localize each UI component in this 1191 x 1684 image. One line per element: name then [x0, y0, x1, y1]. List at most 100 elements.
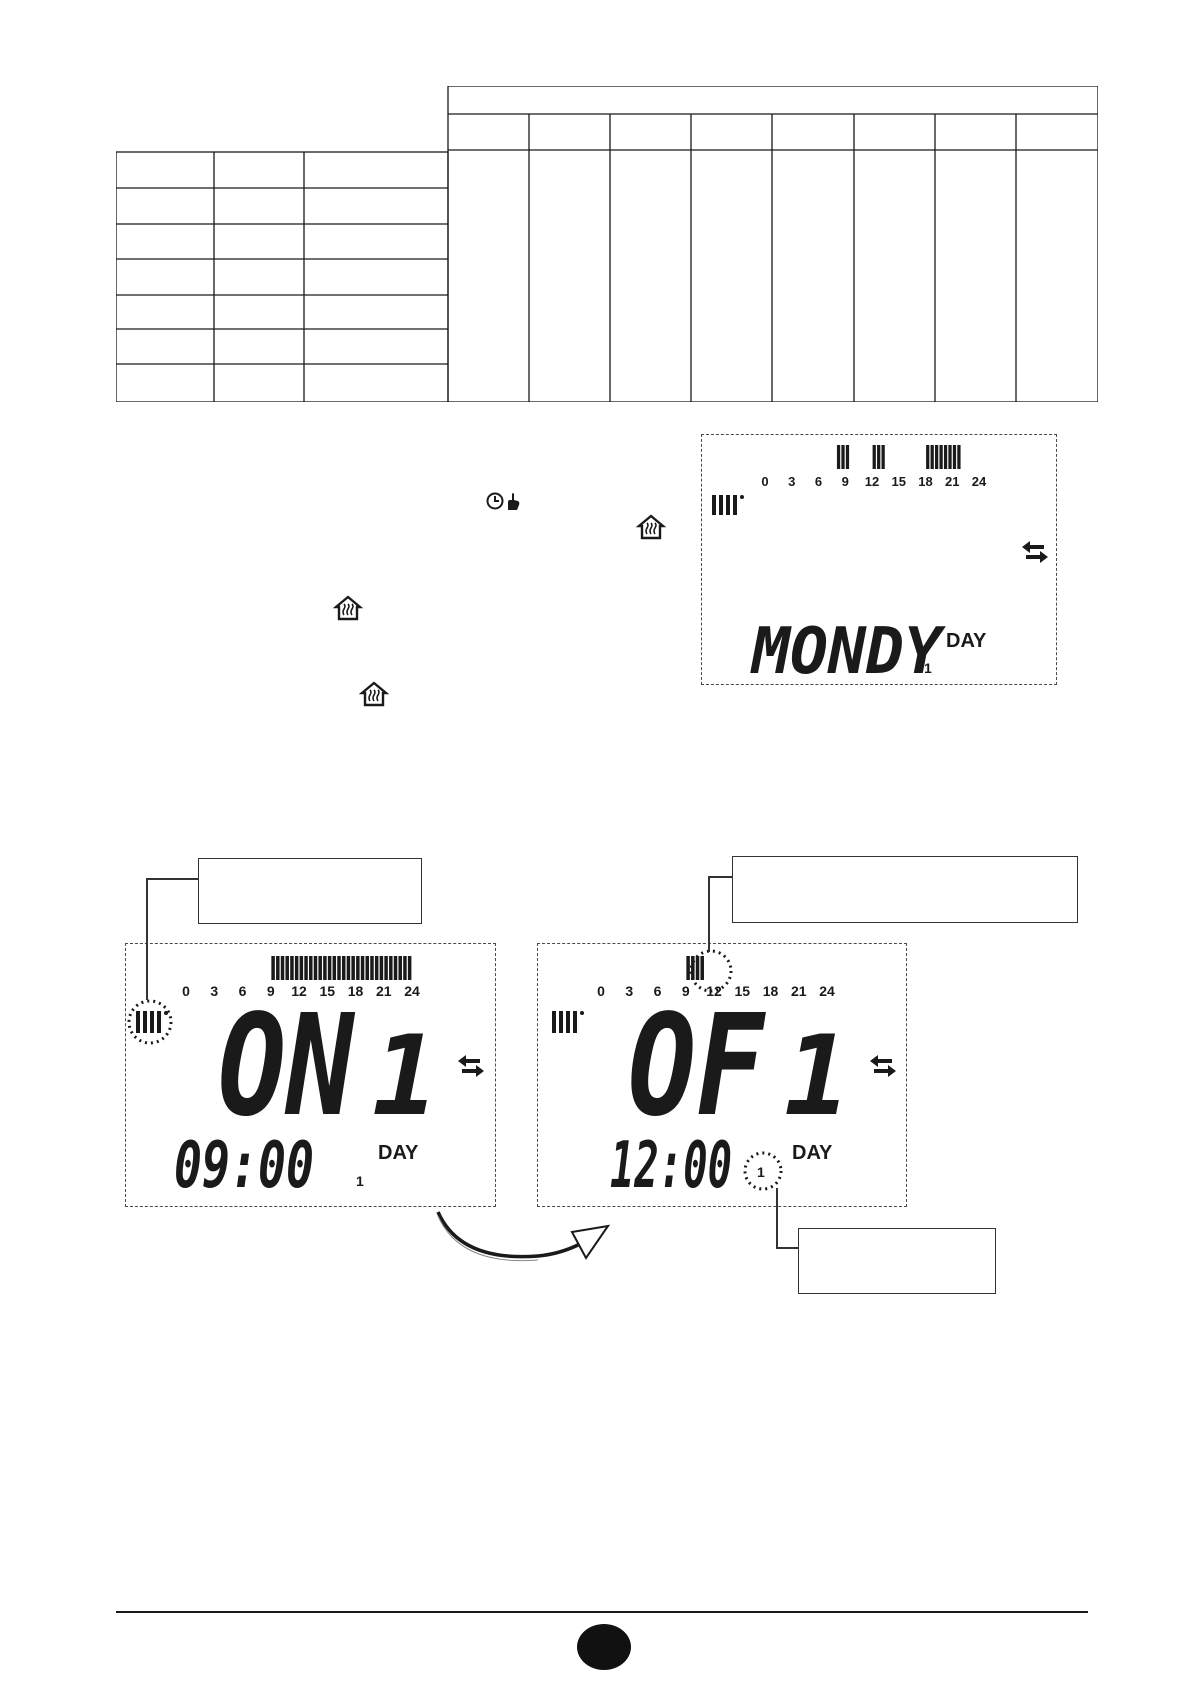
callout-box-time-bar — [732, 856, 1078, 923]
hour-tick-label: 12 — [865, 474, 879, 489]
hour-bar-segment — [943, 445, 948, 469]
hour-tick-label: 3 — [210, 983, 218, 999]
hour-tick-label: 21 — [791, 983, 807, 999]
hour-bar-segment — [389, 956, 393, 980]
lcd-day-name: MONDY — [750, 615, 946, 684]
hour-tick-label: 9 — [682, 983, 690, 999]
hour-bar-segment — [379, 956, 384, 980]
lcd-program-number: 1 — [372, 1012, 438, 1140]
callout-leader — [146, 878, 148, 1000]
hour-bar-segment — [686, 956, 690, 980]
page-number-badge — [577, 1624, 631, 1670]
hour-tick-label: 24 — [819, 983, 835, 999]
hour-tick-label: 0 — [761, 474, 768, 489]
callout-box-day — [798, 1228, 996, 1294]
hour-tick-label: 18 — [763, 983, 779, 999]
hour-tick-label: 0 — [597, 983, 605, 999]
hour-bar-segment — [346, 956, 351, 980]
hour-bar-segment — [384, 956, 388, 980]
hour-scale: 0 3 6 9 12 15 18 21 24 — [597, 983, 835, 999]
home-heating-icon — [636, 514, 666, 540]
hour-bar-segment — [309, 956, 313, 980]
lcd-day-number: 1 — [356, 1173, 364, 1189]
hour-bar-segment — [935, 445, 939, 469]
hour-bar-segment — [351, 956, 355, 980]
clock-hand-icon — [486, 492, 520, 510]
hour-tick-label: 21 — [945, 474, 959, 489]
hour-tick-label: 9 — [267, 983, 275, 999]
hour-bar-segment — [393, 956, 398, 980]
lcd-day-word: DAY — [946, 630, 987, 652]
hour-tick-label: 24 — [404, 983, 420, 999]
hour-bar-segment — [332, 956, 337, 980]
callout-box-heating — [198, 858, 422, 924]
exchange-arrows-icon — [1022, 541, 1048, 563]
hour-tick-label: 21 — [376, 983, 392, 999]
hour-bar-segment — [374, 956, 379, 980]
callout-leader — [776, 1247, 798, 1249]
hour-bar-segment — [337, 956, 341, 980]
hour-tick-label: 6 — [654, 983, 662, 999]
hour-bar-segment — [881, 445, 885, 469]
hour-tick-label: 15 — [319, 983, 335, 999]
lcd-day-number: 1 — [757, 1164, 765, 1180]
hour-bar-group — [836, 445, 961, 469]
hour-bar-segment — [327, 956, 332, 980]
hour-tick-label: 12 — [706, 983, 722, 999]
hour-bar-segment — [930, 445, 934, 469]
hour-tick-label: 24 — [972, 474, 987, 489]
hour-bar-segment — [360, 956, 365, 980]
hour-bar-segment — [957, 445, 961, 469]
hour-bar-segment — [370, 956, 374, 980]
hour-tick-label: 6 — [239, 983, 247, 999]
hour-bar-segment — [948, 445, 952, 469]
home-heating-icon — [333, 595, 363, 621]
hour-bar-group — [271, 956, 412, 980]
hour-bar-segment — [952, 445, 957, 469]
hour-bar-segment — [836, 445, 841, 469]
hour-bar-segment — [872, 445, 876, 469]
hour-bar-segment — [299, 956, 304, 980]
hour-bar-segment — [365, 956, 370, 980]
radiator-icon — [712, 495, 744, 515]
hour-bar-segment — [407, 956, 412, 980]
hour-bar-segment — [290, 956, 294, 980]
schedule-table — [116, 86, 1098, 402]
hour-bar-segment — [926, 445, 930, 469]
schedule-days-block — [447, 86, 1098, 402]
hour-bar-segment — [841, 445, 845, 469]
hour-bar-segment — [356, 956, 360, 980]
hour-bar-segment — [285, 956, 289, 980]
hour-tick-label: 3 — [788, 474, 795, 489]
highlight-circle — [127, 999, 173, 1045]
hour-bar-segment — [700, 956, 704, 980]
hour-tick-label: 6 — [815, 474, 822, 489]
callout-leader — [708, 876, 732, 878]
callout-leader — [708, 876, 710, 952]
hour-bar-segment — [323, 956, 327, 980]
exchange-arrows-icon — [870, 1055, 896, 1077]
lcd-day-number: 1 — [924, 660, 932, 676]
lcd-day-word: DAY — [792, 1142, 833, 1164]
hour-bar-segment — [280, 956, 285, 980]
hour-bar-segment — [845, 445, 850, 469]
hour-bar-segment — [939, 445, 943, 469]
hour-bar-segment — [276, 956, 280, 980]
lcd-time: 09:00 — [174, 1129, 314, 1203]
hour-tick-label: 15 — [734, 983, 750, 999]
hour-bar-segment — [695, 956, 700, 980]
hour-bar-group — [686, 956, 704, 980]
hour-bar-segment — [304, 956, 308, 980]
hour-tick-label: 15 — [892, 474, 906, 489]
callout-leader — [146, 878, 198, 880]
highlight-circle — [689, 949, 733, 993]
hour-bar-segment — [318, 956, 322, 980]
lcd-day-word: DAY — [378, 1142, 419, 1164]
hour-bar-segment — [271, 956, 275, 980]
hour-tick-label: 3 — [625, 983, 633, 999]
hour-tick-label: 18 — [348, 983, 364, 999]
